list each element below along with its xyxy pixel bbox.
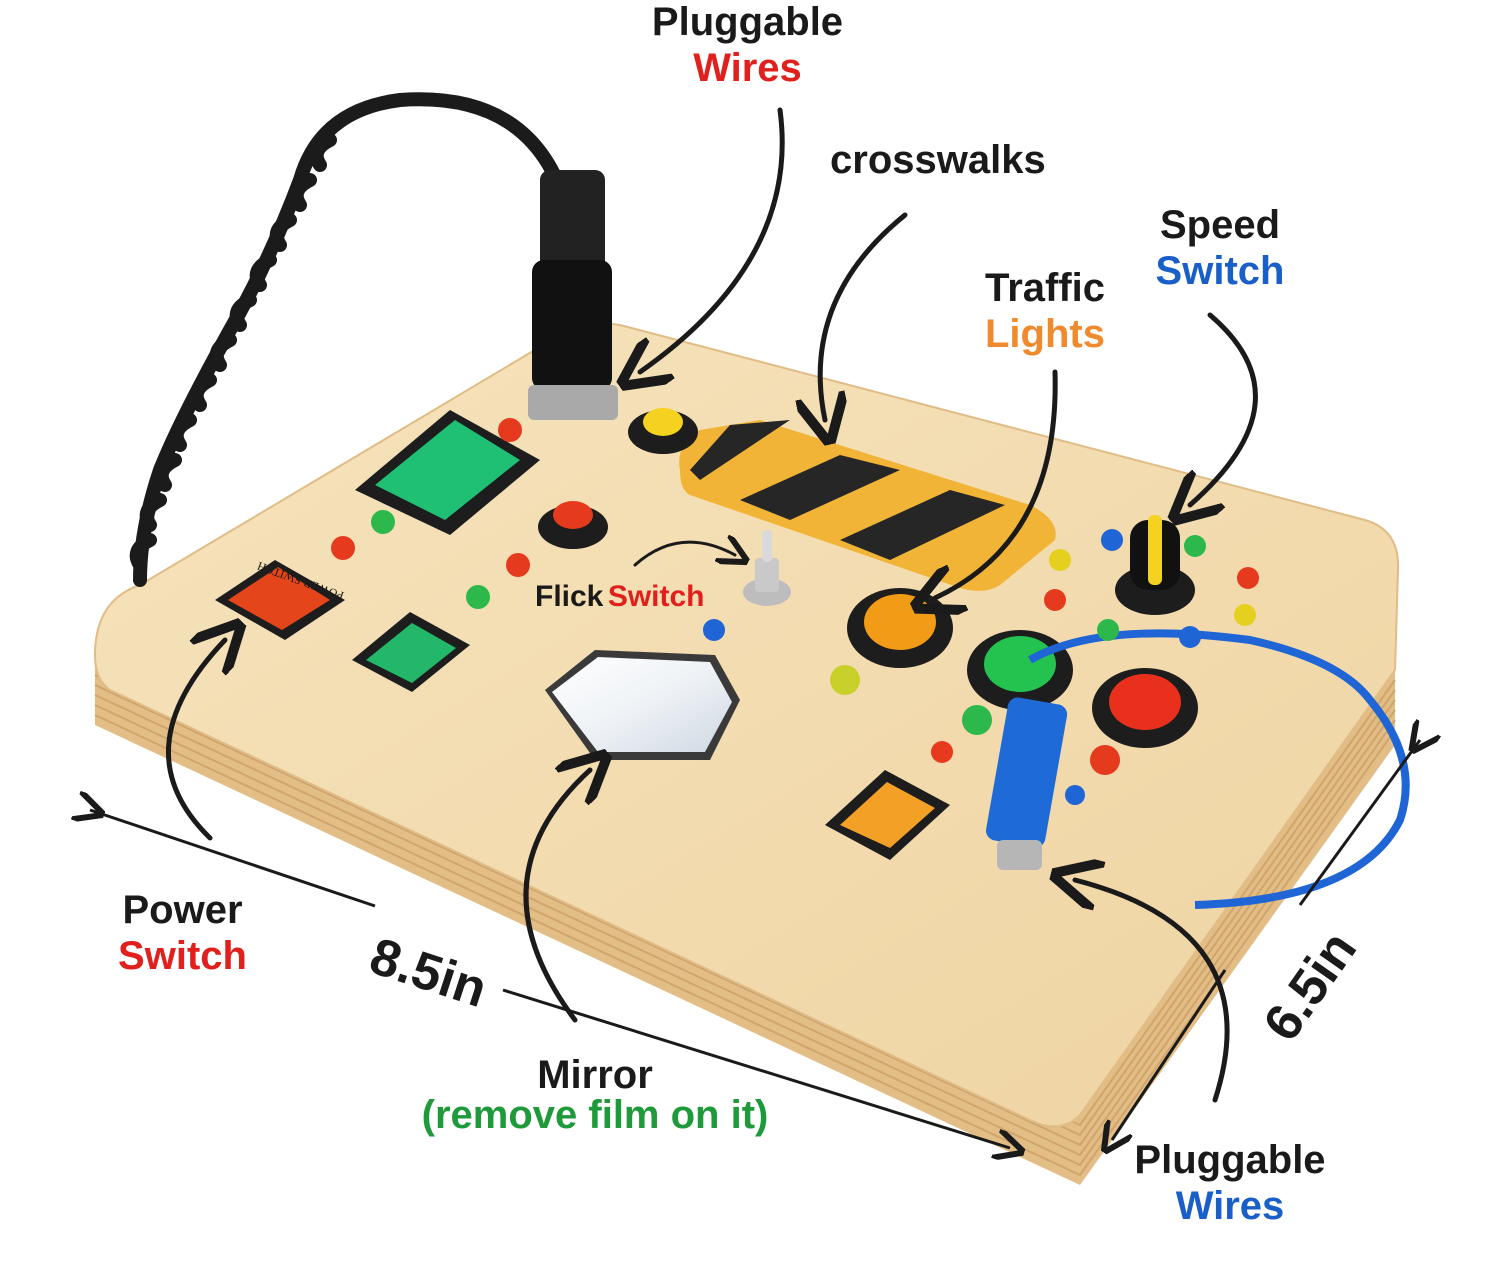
label-power-switch-line1: Power (122, 888, 243, 932)
label-speed-switch: Speed Switch (1140, 205, 1300, 291)
label-mirror-line1: Mirror (537, 1053, 653, 1097)
blue-cable (1028, 629, 1410, 909)
label-pluggable-wires-bottom-line1: Pluggable (1134, 1138, 1326, 1182)
label-traffic-lights: Traffic Lights (970, 268, 1120, 354)
label-pluggable-wires-bottom-line2: Wires (1175, 1184, 1285, 1228)
crosswalk-panel (679, 420, 1056, 591)
orange-rocker-switch[interactable] (825, 770, 950, 860)
traffic-light-red[interactable] (1092, 668, 1198, 748)
label-mirror-line2: (remove film on it) (421, 1093, 769, 1137)
speed-knob[interactable] (1115, 515, 1195, 615)
green-rocker-switch-large[interactable] (355, 410, 540, 535)
label-power-switch: Power Switch (100, 890, 265, 976)
label-flick-switch-part1: Flick (535, 580, 604, 613)
label-pluggable-wires-top: Pluggable Wires (640, 2, 855, 88)
label-mirror: Mirror (remove film on it) (395, 1055, 795, 1135)
label-speed-switch-line1: Speed (1159, 203, 1281, 247)
label-speed-switch-line2: Switch (1155, 249, 1285, 293)
traffic-light-orange[interactable] (847, 588, 953, 668)
power-rocker-switch[interactable] (215, 560, 345, 640)
coiled-cable (129, 92, 577, 587)
label-traffic-lights-line2: Lights (985, 312, 1105, 356)
label-pluggable-wires-bottom: Pluggable Wires (1120, 1140, 1340, 1226)
blue-plug[interactable] (984, 696, 1068, 870)
label-pluggable-wires-top-line1: Pluggable (651, 0, 844, 44)
red-push-button[interactable] (538, 501, 608, 549)
green-rocker-switch-small[interactable] (352, 612, 470, 692)
led-lights (331, 418, 1259, 805)
label-traffic-lights-line1: Traffic (984, 266, 1106, 310)
yellow-push-button[interactable] (628, 408, 698, 454)
dimension-lines (90, 740, 1420, 1148)
label-power-switch-line2: Switch (118, 934, 247, 978)
label-flick-switch-part2: Switch (607, 580, 705, 613)
label-pluggable-wires-top-line2: Wires (693, 46, 802, 90)
board-body (93, 322, 1400, 1185)
flick-toggle-switch[interactable] (743, 530, 791, 606)
label-flick-switch: Flick Switch (535, 582, 705, 612)
hexagon-mirror[interactable] (545, 650, 740, 760)
callout-arrows (166, 107, 1258, 1103)
label-crosswalks: crosswalks (830, 138, 1046, 182)
plug-connector[interactable] (528, 170, 618, 420)
